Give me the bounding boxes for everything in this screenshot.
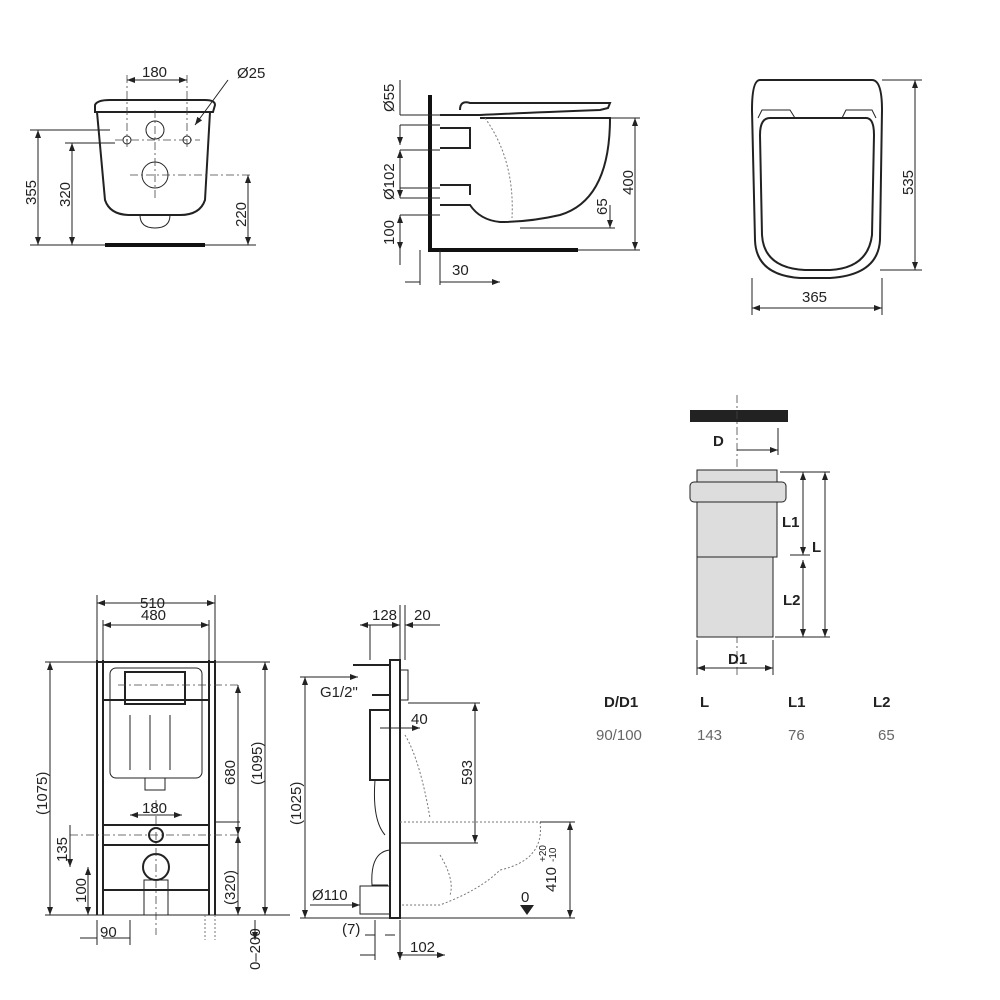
- top-view: 535 365: [750, 79, 922, 315]
- label-d1: D1: [728, 651, 747, 668]
- dim-365: 365: [802, 289, 827, 306]
- dim-40: 40: [411, 711, 428, 728]
- zero-level: 0: [521, 889, 529, 906]
- dim-1025: (1025): [288, 782, 305, 825]
- dim-100b: 100: [73, 878, 90, 903]
- table-header: D/D1: [604, 694, 638, 711]
- table-cell: 143: [697, 727, 722, 744]
- g12-label: G1/2": [320, 684, 358, 701]
- dim-410: 410: [543, 867, 560, 892]
- dim-128: 128: [372, 607, 397, 624]
- dim-510: 510: [140, 595, 165, 612]
- table-cell: 76: [788, 727, 805, 744]
- table-header: L1: [788, 694, 806, 711]
- dim-180: 180: [142, 64, 167, 81]
- dim-7: (7): [342, 921, 360, 938]
- dim-135: 135: [54, 837, 71, 862]
- dim-535: 535: [900, 170, 917, 195]
- dim-180b: 180: [142, 800, 167, 817]
- dim-355: 355: [23, 180, 40, 205]
- table-header: L2: [873, 694, 891, 711]
- front-view: 180 Ø25 355 320 220: [23, 64, 265, 247]
- dim-320b: (320): [222, 870, 239, 905]
- dim-400: 400: [620, 170, 637, 195]
- dim-90: 90: [100, 924, 117, 941]
- table-cell: 90/100: [596, 727, 642, 744]
- dim-65: 65: [594, 198, 611, 215]
- label-d: D: [713, 433, 724, 450]
- dim-220: 220: [233, 202, 250, 227]
- dim-55: Ø55: [381, 84, 398, 112]
- side-view: Ø55 Ø102 100 30 65 400: [381, 80, 640, 285]
- dim-320: 320: [57, 182, 74, 207]
- dim-102: Ø102: [381, 163, 398, 200]
- dim-100: 100: [381, 220, 398, 245]
- dim-25: Ø25: [237, 65, 265, 82]
- tol-minus: -10: [548, 847, 559, 862]
- label-l: L: [812, 539, 821, 556]
- dim-1095: (1095): [249, 742, 266, 785]
- dim-593: 593: [459, 760, 476, 785]
- dim-480: 480: [141, 607, 166, 624]
- frame-side-view: 128 20 G1/2" 40 593 (1025) 410 +20 -10 0…: [288, 605, 575, 960]
- dim-0-200: 0–200: [247, 928, 264, 970]
- dim-110: Ø110: [312, 887, 348, 904]
- dim-680: 680: [222, 760, 239, 785]
- table-cell: 65: [878, 727, 895, 744]
- frame-front-view: 510 480 (1075) 680 (1095) 180 135 100 (3…: [34, 595, 290, 970]
- dim-20: 20: [414, 607, 431, 624]
- tol-plus: +20: [538, 845, 549, 862]
- label-l1: L1: [782, 514, 800, 531]
- dim-1075: (1075): [34, 772, 51, 815]
- dim-102b: 102: [410, 939, 435, 956]
- table-header: L: [700, 694, 709, 711]
- label-l2: L2: [783, 592, 801, 609]
- dim-30: 30: [452, 262, 469, 279]
- pipe-adapter: D L1 L L2 D1: [689, 395, 830, 675]
- pipe-table: D/D1 L L1 L2 90/100 143 76 65: [596, 694, 895, 744]
